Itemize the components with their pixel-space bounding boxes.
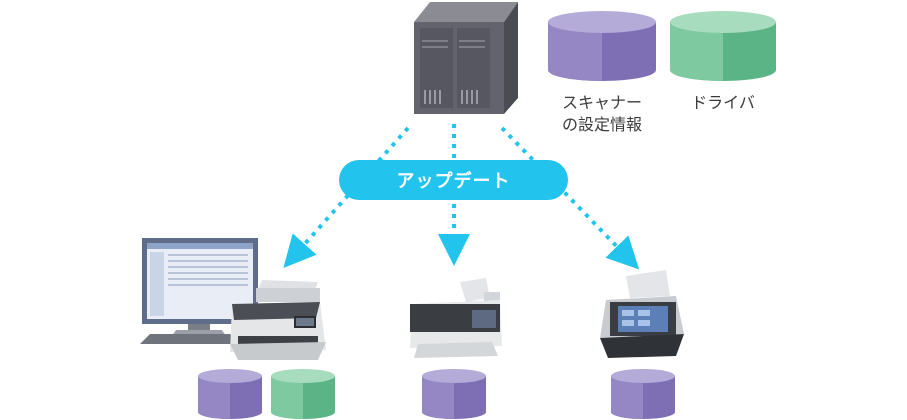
update-pill-background bbox=[339, 160, 568, 200]
scanner-settings-database-icon bbox=[548, 11, 656, 81]
right-scanner-settings-database-icon bbox=[611, 369, 675, 419]
arrow-to-left-scanner bbox=[283, 126, 410, 268]
left-scanner-driver-database-icon bbox=[271, 369, 335, 419]
pc-monitor-icon bbox=[140, 238, 258, 344]
scanner-settings-label: スキャナー の設定情報 bbox=[552, 92, 652, 136]
center-scanner-icon bbox=[410, 278, 502, 358]
scanner-settings-label-line1: スキャナー bbox=[561, 93, 642, 112]
scanner-settings-label-line2: の設定情報 bbox=[561, 115, 642, 134]
driver-label: ドライバ bbox=[691, 93, 755, 112]
server-icon bbox=[414, 2, 518, 114]
center-scanner-settings-database-icon bbox=[422, 369, 486, 419]
arrow-to-right-scanner bbox=[500, 126, 640, 270]
left-scanner-icon bbox=[230, 280, 326, 360]
right-scanner-icon bbox=[600, 270, 684, 358]
left-scanner-settings-database-icon bbox=[198, 369, 262, 419]
update-label: アップデート bbox=[396, 171, 511, 192]
driver-database-icon bbox=[670, 11, 776, 81]
